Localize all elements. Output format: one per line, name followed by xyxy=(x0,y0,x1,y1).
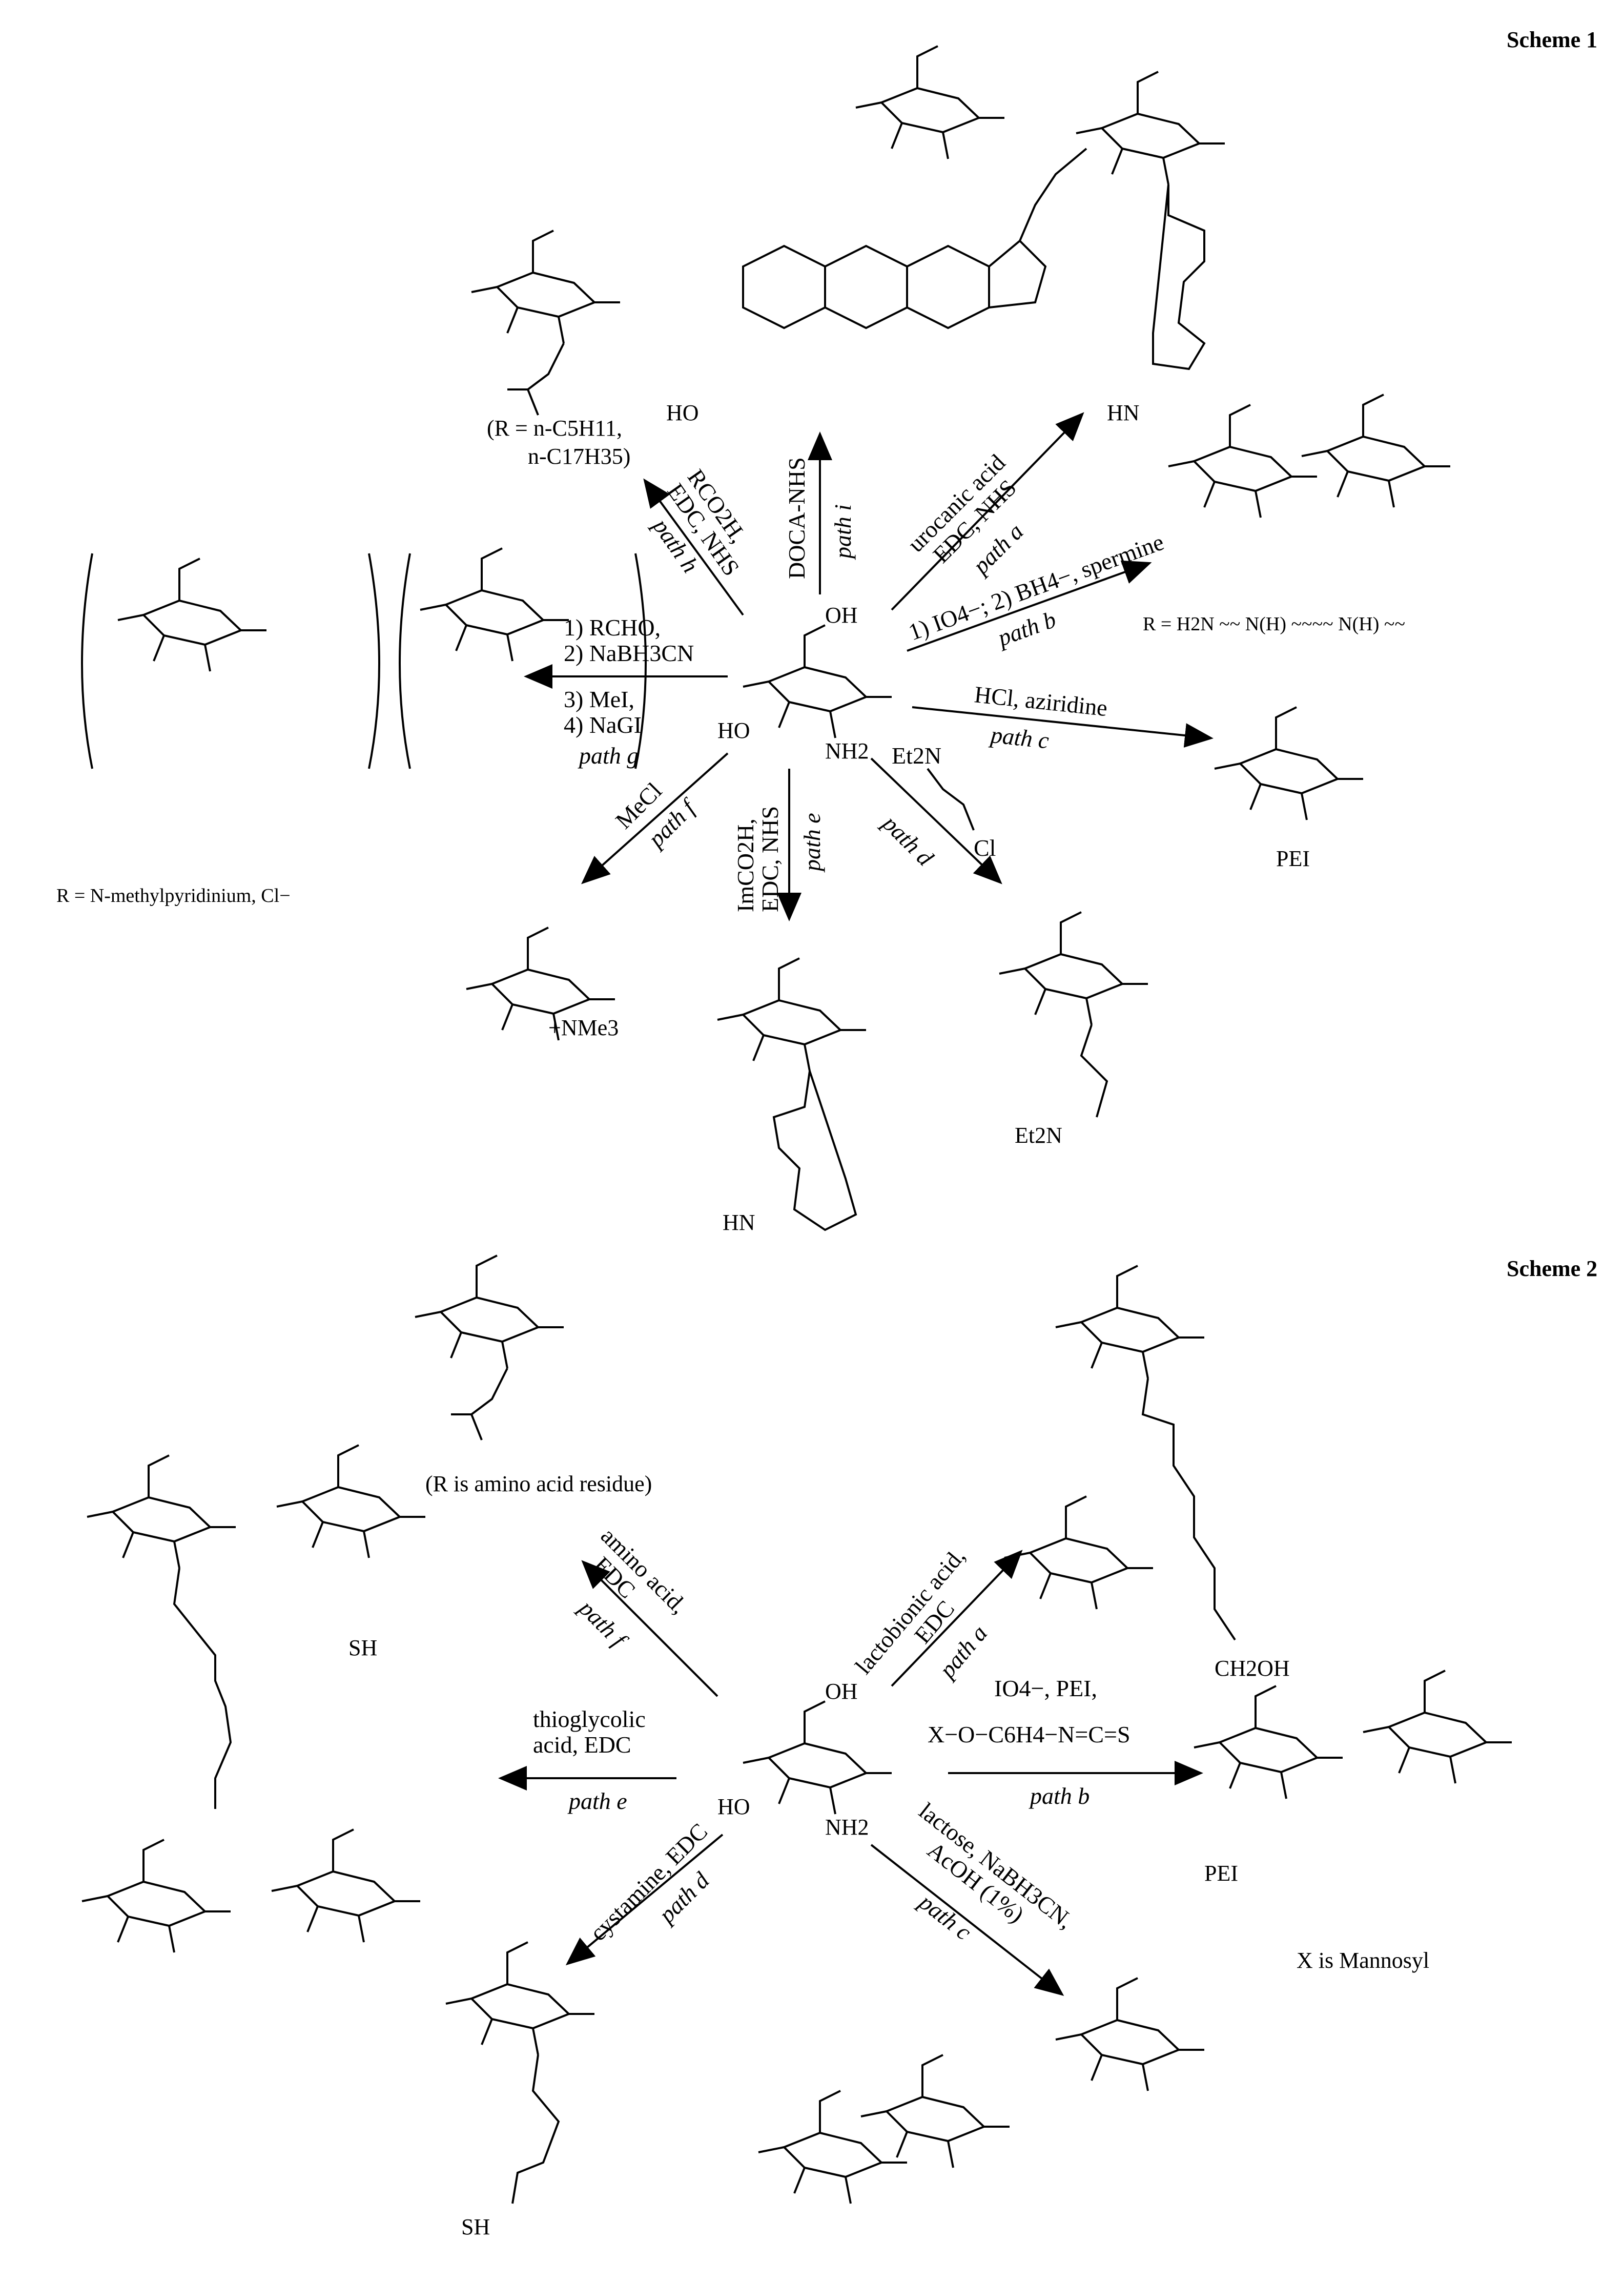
path-i-reagent1: DOCA-NHS xyxy=(784,457,810,579)
arrow-path-h xyxy=(643,478,744,616)
center-nh2: NH2 xyxy=(825,738,869,764)
e-hn: HN xyxy=(723,1210,755,1235)
path-e-reagent2: EDC, NHS xyxy=(757,806,783,912)
scheme2-product-c xyxy=(757,1977,1205,2205)
path-g-labels: 1) RCHO, 2) NaBH3CN 3) MeI, 4) NaGI path… xyxy=(564,614,694,769)
arrow-path-b xyxy=(907,560,1152,652)
scheme2-path-labels: lactobionic acid, EDC path a IO4−, PEI, … xyxy=(533,1522,1130,1946)
path-g-reagent2: 2) NaBH3CN xyxy=(564,640,694,666)
arrow2-path-a xyxy=(891,1550,1023,1687)
scheme1-product-f: +NMe3 xyxy=(465,927,619,1041)
path2-e-reagent1: thioglycolic xyxy=(533,1706,646,1732)
scheme2-product-f: (R is amino acid residue) xyxy=(414,1254,652,1496)
scheme1-title: Scheme 1 xyxy=(1507,27,1597,52)
path-e-label: path e xyxy=(799,813,825,873)
path-e-reagent1: ImCO2H, xyxy=(732,818,758,912)
d-amine: Et2N xyxy=(1015,1123,1062,1148)
path-d-reagent2: Cl xyxy=(974,835,996,861)
path-c-label: path c xyxy=(988,722,1050,754)
scheme2-product-e: SH xyxy=(81,1444,426,1953)
path2-b-reagent1: IO4−, PEI, xyxy=(994,1675,1097,1701)
path-g-label: path g xyxy=(578,743,639,769)
scheme1-arrows xyxy=(524,412,1214,921)
path2-c-label: path c xyxy=(913,1888,976,1945)
path2-e-label: path e xyxy=(567,1788,627,1814)
h-note2: n-C17H35) xyxy=(528,444,630,469)
center-oh: OH xyxy=(825,603,858,628)
center-ho: HO xyxy=(717,718,750,743)
arrow-path-a xyxy=(891,412,1084,611)
path-d-reagent1: Et2N xyxy=(892,743,941,769)
scheme1-product-a: HN xyxy=(1075,71,1226,425)
scheme1-product-g: R = N-methylpyridinium, Cl− xyxy=(56,547,647,907)
path-d-label: path d xyxy=(877,809,939,871)
scheme2-center-glucosamine: OH HO NH2 xyxy=(717,1679,893,1840)
f-nme3: +NMe3 xyxy=(548,1015,619,1040)
scheme1-center-glucosamine: OH HO NH2 xyxy=(717,603,893,764)
path-g-reagent3: 3) MeI, xyxy=(564,686,634,712)
scheme2-title: Scheme 2 xyxy=(1507,1256,1597,1281)
path2-b-label: path b xyxy=(1029,1783,1089,1809)
arrow-path-c xyxy=(912,706,1214,748)
path2-b-labels: IO4−, PEI, X−O−C6H4−N=C=S path b xyxy=(928,1675,1130,1809)
path2-e-labels: thioglycolic acid, EDC path e xyxy=(533,1706,646,1814)
center2-nh2: NH2 xyxy=(825,1815,869,1840)
scheme2-product-d: SH xyxy=(445,1941,595,2239)
path-i-label: path i xyxy=(830,504,856,560)
b2-note: X is Mannosyl xyxy=(1297,1948,1429,1973)
a-hn: HN xyxy=(1107,400,1140,425)
arrow2-path-c xyxy=(870,1844,1064,1996)
scheme1-path-labels: urocanic acid EDC, NHS path a 1) IO4−; 2… xyxy=(564,449,1167,912)
b2-pei: PEI xyxy=(1204,1861,1238,1886)
d2-sh: SH xyxy=(461,2214,490,2239)
scheme2-product-b: PEI X is Mannosyl xyxy=(1193,1670,1513,1973)
h-note1: (R = n-C5H11, xyxy=(487,416,622,441)
arrow2-path-f xyxy=(581,1560,718,1697)
arrow-path-d xyxy=(870,757,1002,884)
b-note: R = H2N ~~ N(H) ~~~~ N(H) ~~ xyxy=(1143,613,1405,635)
scheme1-product-i-doca: HO xyxy=(666,45,1087,425)
path2-e-reagent2: acid, EDC xyxy=(533,1732,631,1758)
scheme1-product-e: HN xyxy=(716,957,867,1235)
g-note: R = N-methylpyridinium, Cl− xyxy=(56,885,291,907)
f2-note: (R is amino acid residue) xyxy=(425,1471,652,1496)
center2-oh: OH xyxy=(825,1679,858,1704)
path-d-labels: Et2N Cl path d xyxy=(877,743,996,871)
scheme2-product-a: CH2OH xyxy=(1003,1265,1290,1681)
arrow-path-f xyxy=(581,752,729,884)
scheme1-product-b: R = H2N ~~ N(H) ~~~~ N(H) ~~ xyxy=(1143,394,1451,635)
scheme1-product-h: (R = n-C5H11, n-C17H35) xyxy=(470,230,630,469)
i-ho: HO xyxy=(666,400,699,425)
center2-ho: HO xyxy=(717,1794,750,1819)
path2-b-reagent2: X−O−C6H4−N=C=S xyxy=(928,1721,1130,1747)
scheme1-product-d: Et2N xyxy=(998,911,1149,1148)
a2-ch2oh: CH2OH xyxy=(1215,1656,1290,1681)
e2-sh: SH xyxy=(348,1635,377,1660)
path-g-reagent4: 4) NaGI xyxy=(564,712,642,738)
scheme2-arrows xyxy=(498,1550,1203,1996)
c-pei: PEI xyxy=(1276,846,1310,871)
arrow2-path-d xyxy=(565,1834,724,1966)
scheme1-product-c: PEI xyxy=(1214,706,1364,871)
